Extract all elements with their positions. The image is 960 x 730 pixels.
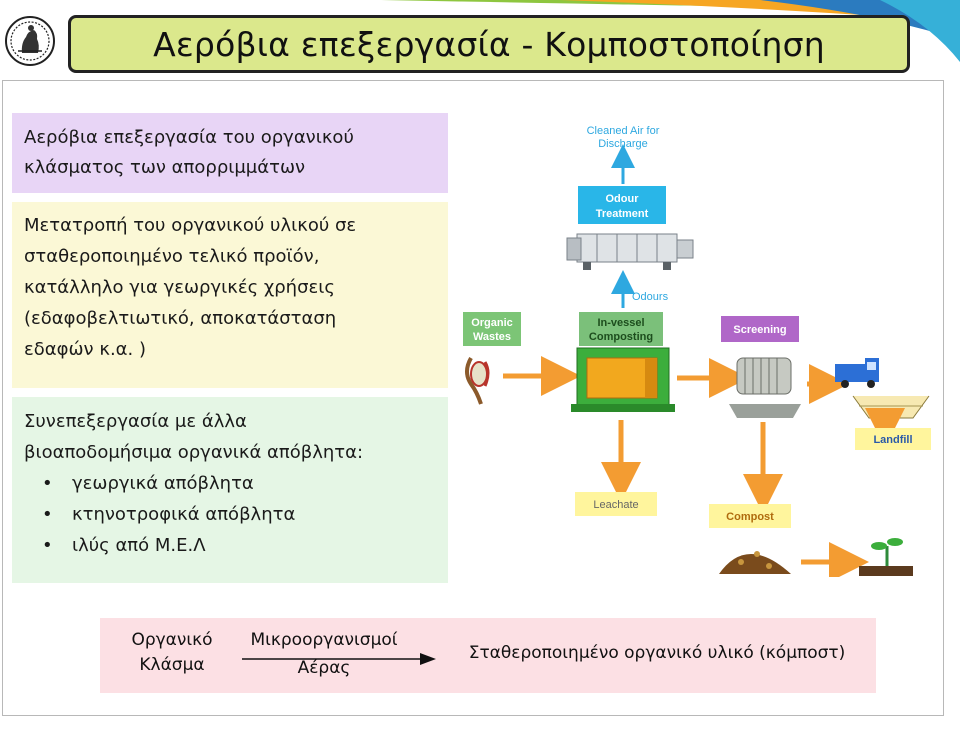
invessel-label-2: Composting <box>589 331 653 343</box>
organic-fraction-label: Οργανικό Κλάσμα <box>112 628 232 678</box>
cotreatment-line-1: Συνεπεξεργασία με άλλα <box>24 411 247 432</box>
aerobic-line-1: Αερόβια επεξεργασία του οργανικού <box>24 127 354 148</box>
page-title: Αερόβια επεξεργασία - Κομποστοποίηση <box>153 24 825 64</box>
screening-label: Screening <box>733 324 786 336</box>
cotreatment-panel: Συνεπεξεργασία με άλλα βιοαποδομήσιμα ορ… <box>12 397 448 583</box>
conversion-line-4: (εδαφοβελτιωτικό, αποκατάσταση <box>24 308 337 329</box>
content-frame <box>2 80 944 716</box>
cleaned-air-label-1: Cleaned Air for <box>587 125 660 137</box>
conversion-line-2: σταθεροποιημένο τελικό προϊόν, <box>24 246 320 267</box>
screening-drum-icon <box>729 357 801 418</box>
landfill-pit-icon <box>852 395 930 419</box>
stabilized-compost-label: Σταθεροποιημένο οργανικό υλικό (κόμποστ) <box>468 643 846 663</box>
university-logo <box>5 16 55 66</box>
organic-fraction-line-1: Οργανικό <box>131 630 213 650</box>
conversion-line-5: εδαφών κ.α. ) <box>24 339 146 360</box>
organic-wastes-label-1: Organic <box>471 317 513 329</box>
list-item: ιλύς από Μ.Ε.Λ <box>42 530 436 561</box>
aerobic-treatment-panel: Αερόβια επεξεργασία του οργανικού κλάσμα… <box>12 113 448 193</box>
seedling-icon <box>859 538 913 576</box>
organic-wastes-box <box>463 312 521 346</box>
odour-treatment-label-1: Odour <box>606 193 640 205</box>
transport-truck-icon <box>835 358 879 388</box>
compost-box <box>709 504 791 528</box>
microorganisms-label: Μικροοργανισμοί <box>238 628 410 653</box>
microorganisms-line: Μικροοργανισμοί <box>250 630 398 650</box>
leachate-label: Leachate <box>593 499 638 511</box>
cleaned-air-label-2: Discharge <box>598 138 648 150</box>
landfill-box <box>855 428 931 450</box>
flow-arrow-icon <box>242 653 436 665</box>
organic-fraction-line-2: Κλάσμα <box>139 655 205 675</box>
invessel-label-1: In-vessel <box>597 317 644 329</box>
waste-list: γεωργικά απόβλητα κτηνοτροφικά απόβλητα … <box>24 468 436 561</box>
aerobic-line-2: κλάσματος των απορριμμάτων <box>24 157 306 178</box>
odours-label: Odours <box>632 291 669 303</box>
odour-treatment-unit-icon <box>566 233 694 270</box>
list-item: γεωργικά απόβλητα <box>42 468 436 499</box>
conversion-panel: Μετατροπή του οργανικού υλικού σε σταθερ… <box>12 202 448 388</box>
compost-label: Compost <box>726 511 774 523</box>
invessel-box <box>579 312 663 346</box>
organic-waste-icon <box>465 357 490 405</box>
list-item: κτηνοτροφικά απόβλητα <box>42 499 436 530</box>
air-line: Αέρας <box>297 658 351 678</box>
odour-treatment-box <box>578 186 666 224</box>
composting-process-diagram: Cleaned Air for Discharge Odour Treatmen… <box>457 122 933 577</box>
leachate-box <box>575 492 657 516</box>
air-label: Αέρας <box>238 656 410 681</box>
cotreatment-line-2: βιοαποδομήσιμα οργανικά απόβλητα: <box>24 442 364 463</box>
title-banner: Αερόβια επεξεργασία - Κομποστοποίηση <box>68 15 910 73</box>
odour-treatment-label-2: Treatment <box>596 208 649 220</box>
landfill-label: Landfill <box>873 434 912 446</box>
organic-wastes-label-2: Wastes <box>473 331 511 343</box>
composting-flow-bar: Οργανικό Κλάσμα Μικροοργανισμοί Αέρας Στ… <box>100 618 876 693</box>
screening-box <box>721 316 799 342</box>
conversion-line-3: κατάλληλο για γεωργικές χρήσεις <box>24 277 335 298</box>
compost-pile-icon <box>719 551 791 574</box>
invessel-composter-icon <box>571 347 675 412</box>
conversion-line-1: Μετατροπή του οργανικού υλικού σε <box>24 215 357 236</box>
header-decoration <box>380 0 960 62</box>
